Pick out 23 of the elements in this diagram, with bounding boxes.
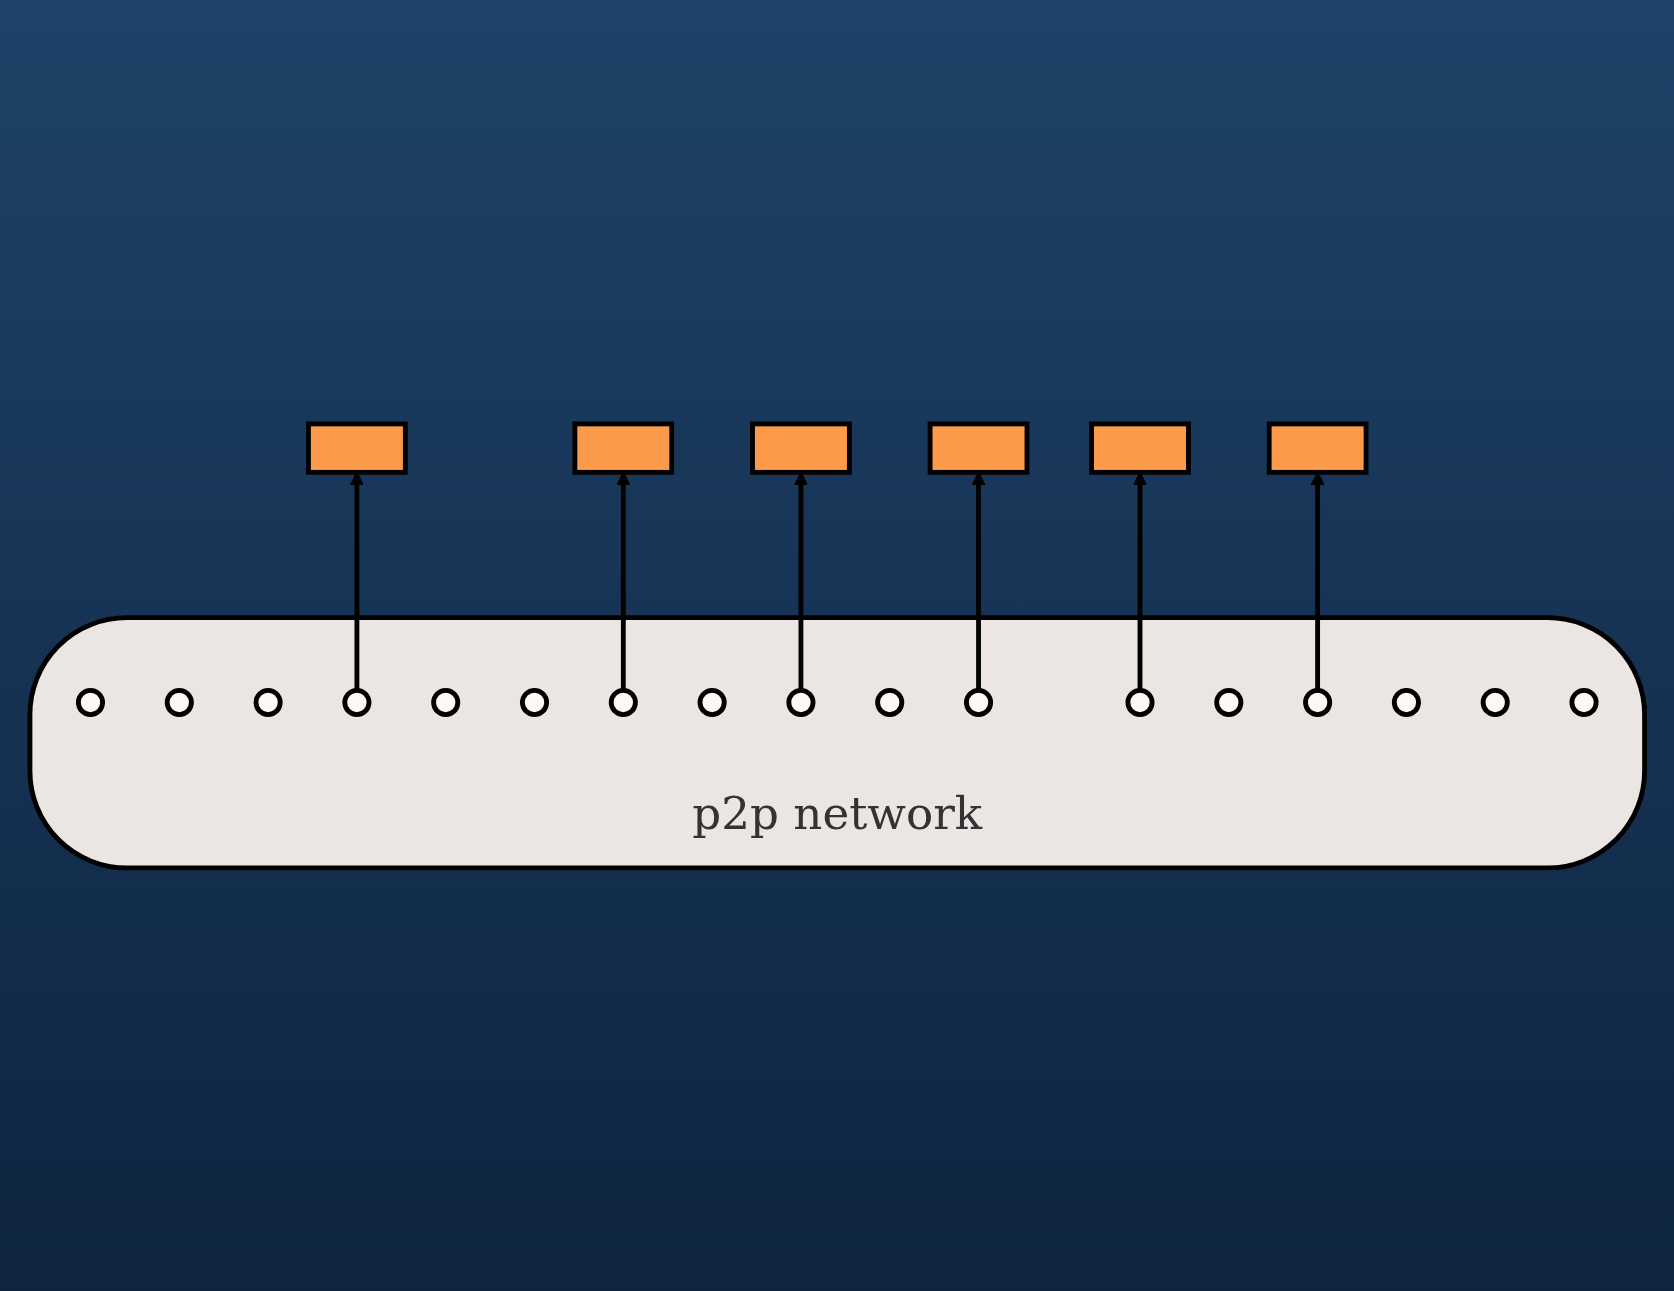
node-box [1088, 421, 1191, 475]
node-box [749, 421, 852, 475]
node-circle [1125, 687, 1155, 717]
node-box [1266, 421, 1369, 475]
node-circle [253, 687, 283, 717]
node-circle [786, 687, 816, 717]
node-circle [164, 687, 194, 717]
node-circle [963, 687, 993, 717]
node-circle [519, 687, 549, 717]
node-circle [1480, 687, 1510, 717]
node-circle [1569, 687, 1599, 717]
node-box [927, 421, 1030, 475]
node-circle [75, 687, 105, 717]
node-circle [1391, 687, 1421, 717]
node-circle [874, 687, 904, 717]
node-box [572, 421, 674, 475]
node-circle [342, 687, 372, 717]
node-circle [608, 687, 638, 717]
node-box [305, 421, 408, 475]
node-circle [697, 687, 727, 717]
node-circle [1214, 687, 1244, 717]
node-circle [430, 687, 460, 717]
node-circle [1302, 687, 1332, 717]
